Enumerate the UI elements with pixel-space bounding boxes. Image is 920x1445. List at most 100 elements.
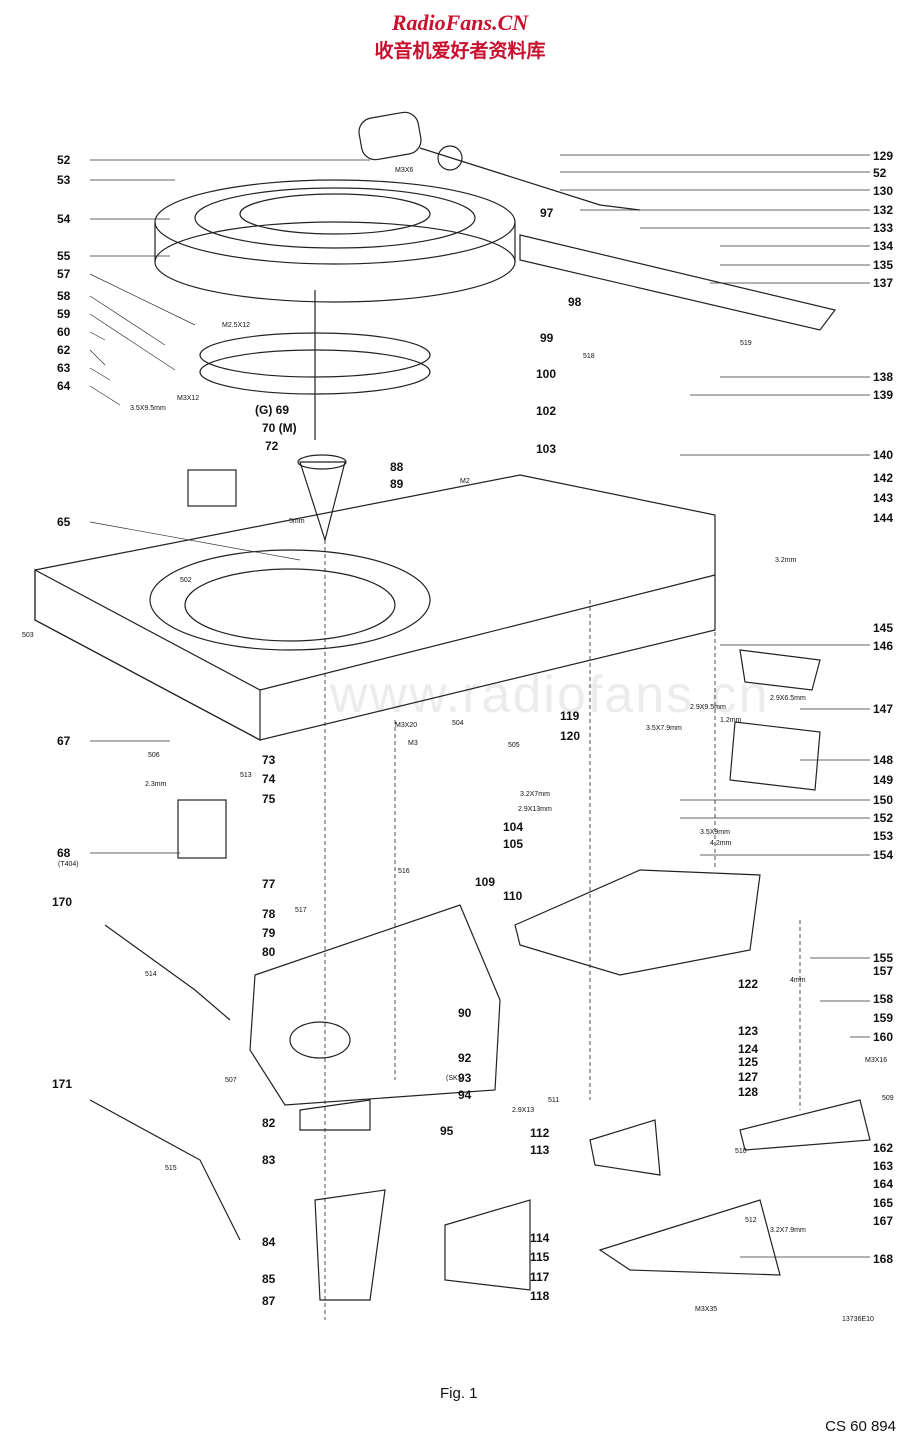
part-label: 62 [57,343,71,357]
sub-label: 503 [22,632,34,639]
sub-label: 512 [745,1217,757,1224]
part-label: 58 [57,289,71,303]
part-label: 105 [503,837,523,851]
part-label: 98 [568,295,582,309]
sub-label: 1.2mm [720,717,742,724]
sub-label: 3.2X7.9mm [770,1227,806,1234]
sub-label: 518 [583,353,595,360]
sub-label: M3 [408,740,418,747]
sub-label: 3.5X9.5mm [130,405,166,412]
part-label: 163 [873,1159,893,1173]
part-label: 89 [390,477,404,491]
sub-label: 5mm [289,518,305,525]
part-label: 129 [873,149,893,163]
sub-label: M3X20 [395,722,417,729]
sub-label: M3X35 [695,1306,717,1313]
part-label: 147 [873,702,893,716]
part-label: 140 [873,448,893,462]
part-label: 138 [873,370,893,384]
part-label: 150 [873,793,893,807]
sub-label: M3X12 [177,395,199,402]
part-label: 99 [540,331,554,345]
part-label: 64 [57,379,71,393]
part-label: 160 [873,1030,893,1044]
part-label: 127 [738,1070,758,1084]
part-label: 68 [57,846,71,860]
part-label: 102 [536,404,556,418]
part-label: 117 [530,1270,550,1284]
part-label: 171 [52,1077,72,1091]
sub-label: 510 [735,1148,747,1155]
part-label: 118 [530,1289,550,1303]
part-label: 82 [262,1116,276,1130]
figure-caption: Fig. 1 [440,1385,478,1402]
sub-label: M2.5X12 [222,322,250,329]
part-label: 83 [262,1153,276,1167]
sub-label: (T404) [58,861,79,868]
part-label: 128 [738,1085,758,1099]
part-label: 85 [262,1272,276,1286]
part-label: 168 [873,1252,893,1266]
part-label: 55 [57,249,71,263]
part-label: 80 [262,945,276,959]
sub-label: (SK1) [446,1075,464,1082]
sub-label: 514 [145,971,157,978]
part-label: 70 (M) [262,421,297,435]
watermark-faint: www.radiofans.cn [330,666,770,724]
part-label: 157 [873,964,893,978]
part-label: 137 [873,276,893,290]
part-label: 146 [873,639,893,653]
part-label: 133 [873,221,893,235]
sub-label: M3X6 [395,167,413,174]
sub-label: 507 [225,1077,237,1084]
part-label: 134 [873,239,893,253]
part-label: 94 [458,1088,472,1102]
part-label: 90 [458,1006,472,1020]
part-label: 135 [873,258,893,272]
sub-label: 505 [508,742,520,749]
part-label: 159 [873,1011,893,1025]
part-label: 120 [560,729,580,743]
part-label: 125 [738,1055,758,1069]
sub-label: 2.9X6.5mm [770,695,806,702]
part-label: 170 [52,895,72,909]
part-label: 63 [57,361,71,375]
part-label: 114 [530,1231,550,1245]
part-label: 123 [738,1024,758,1038]
sub-label: 516 [398,868,410,875]
part-label: 52 [873,166,887,180]
part-label: 155 [873,951,893,965]
sub-label: 502 [180,577,192,584]
part-label: 103 [536,442,556,456]
sub-label: 2.9X13 [512,1107,534,1114]
part-label: 57 [57,267,71,281]
part-label: 109 [475,875,495,889]
part-label: 149 [873,773,893,787]
part-label: 73 [262,753,276,767]
part-label: 152 [873,811,893,825]
part-label: 59 [57,307,71,321]
part-label: 65 [57,515,71,529]
part-label: 130 [873,184,893,198]
part-label: 124 [738,1042,758,1056]
sub-label: 2.9X9.5mm [690,704,726,711]
part-label: 104 [503,820,523,834]
part-label: 92 [458,1051,472,1065]
watermark-site: RadioFans.CN [391,10,529,35]
part-label: 53 [57,173,71,187]
part-label: 79 [262,926,276,940]
sub-label: 517 [295,907,307,914]
part-label: 162 [873,1141,893,1155]
part-label: 78 [262,907,276,921]
sub-label: 3.5X9mm [700,829,730,836]
part-label: 148 [873,753,893,767]
part-label: 77 [262,877,276,891]
sub-label: 3.5X7.9mm [646,725,682,732]
sub-label: M3X16 [865,1057,887,1064]
sub-label: M2 [460,478,470,485]
part-label: 54 [57,212,71,226]
watermark-subtitle: 收音机爱好者资料库 [374,40,546,62]
part-label: 112 [530,1126,550,1140]
part-label: 164 [873,1177,893,1191]
